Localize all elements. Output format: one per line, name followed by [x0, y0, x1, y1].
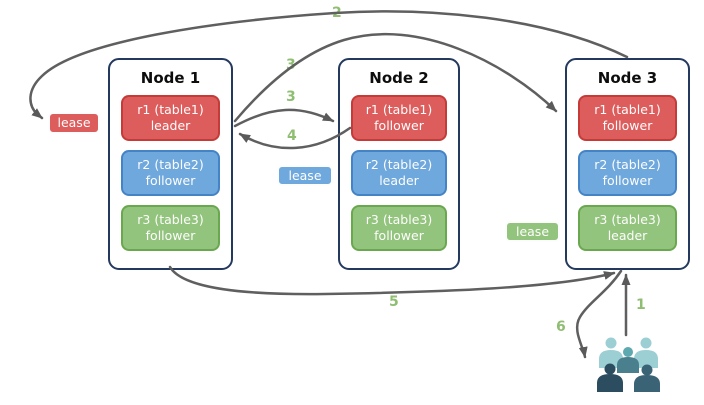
step-label-4: 4: [287, 128, 297, 144]
node-1-box: Node 1 r1 (table1) leader r2 (table2) fo…: [108, 58, 233, 270]
node-3-replica-r1: r1 (table1) follower: [578, 95, 677, 141]
replica-name: r2 (table2): [594, 156, 661, 172]
node-1-title: Node 1: [140, 69, 201, 87]
replica-name: r2 (table2): [137, 156, 204, 172]
step-label-5: 5: [389, 294, 399, 310]
replica-name: r1 (table1): [594, 101, 661, 117]
replica-role: follower: [602, 173, 653, 188]
node-2-title: Node 2: [369, 69, 429, 87]
node-3-replica-r2: r2 (table2) follower: [578, 150, 677, 196]
step-label-3b: 3: [286, 89, 296, 105]
replica-role: leader: [607, 228, 648, 243]
node-2-replica-r2: r2 (table2) leader: [351, 150, 447, 196]
node-2-replica-r3: r3 (table3) follower: [351, 205, 447, 251]
step-label-3a: 3: [286, 57, 296, 73]
replica-role: leader: [150, 118, 191, 133]
replica-name: r1 (table1): [137, 101, 204, 117]
node-1-replica-r1: r1 (table1) leader: [121, 95, 220, 141]
replica-role: follower: [145, 228, 196, 243]
replica-name: r3 (table3): [365, 211, 433, 227]
arrow-step-5: [168, 265, 616, 296]
replica-role: follower: [145, 173, 196, 188]
replica-name: r1 (table1): [365, 101, 433, 117]
replica-name: r3 (table3): [594, 211, 661, 227]
replica-role: follower: [374, 228, 424, 243]
replica-name: r3 (table3): [137, 211, 204, 227]
replica-role: leader: [379, 173, 419, 188]
arrow-step-6: [575, 269, 623, 359]
node-3-replica-r3: r3 (table3) leader: [578, 205, 677, 251]
users-group-icon: [597, 337, 660, 392]
replica-role: follower: [374, 118, 424, 133]
node-3-title: Node 3: [597, 69, 658, 87]
step-label-6: 6: [556, 319, 566, 335]
step-label-2: 2: [332, 5, 342, 21]
node-2-replica-r1: r1 (table1) follower: [351, 95, 447, 141]
lease-badge-table3: lease: [505, 221, 560, 242]
node-3-box: Node 3 r1 (table1) follower r2 (table2) …: [565, 58, 690, 270]
node-1-replica-r2: r2 (table2) follower: [121, 150, 220, 196]
step-label-1: 1: [636, 297, 646, 313]
replica-role: follower: [602, 118, 653, 133]
arrow-step-3-to-node2: [233, 108, 335, 128]
node-1-replica-r3: r3 (table3) follower: [121, 205, 220, 251]
lease-badge-table2: lease: [277, 165, 333, 186]
lease-badge-table1: lease: [48, 112, 100, 134]
node-2-box: Node 2 r1 (table1) follower r2 (table2) …: [338, 58, 460, 270]
replica-name: r2 (table2): [365, 156, 433, 172]
